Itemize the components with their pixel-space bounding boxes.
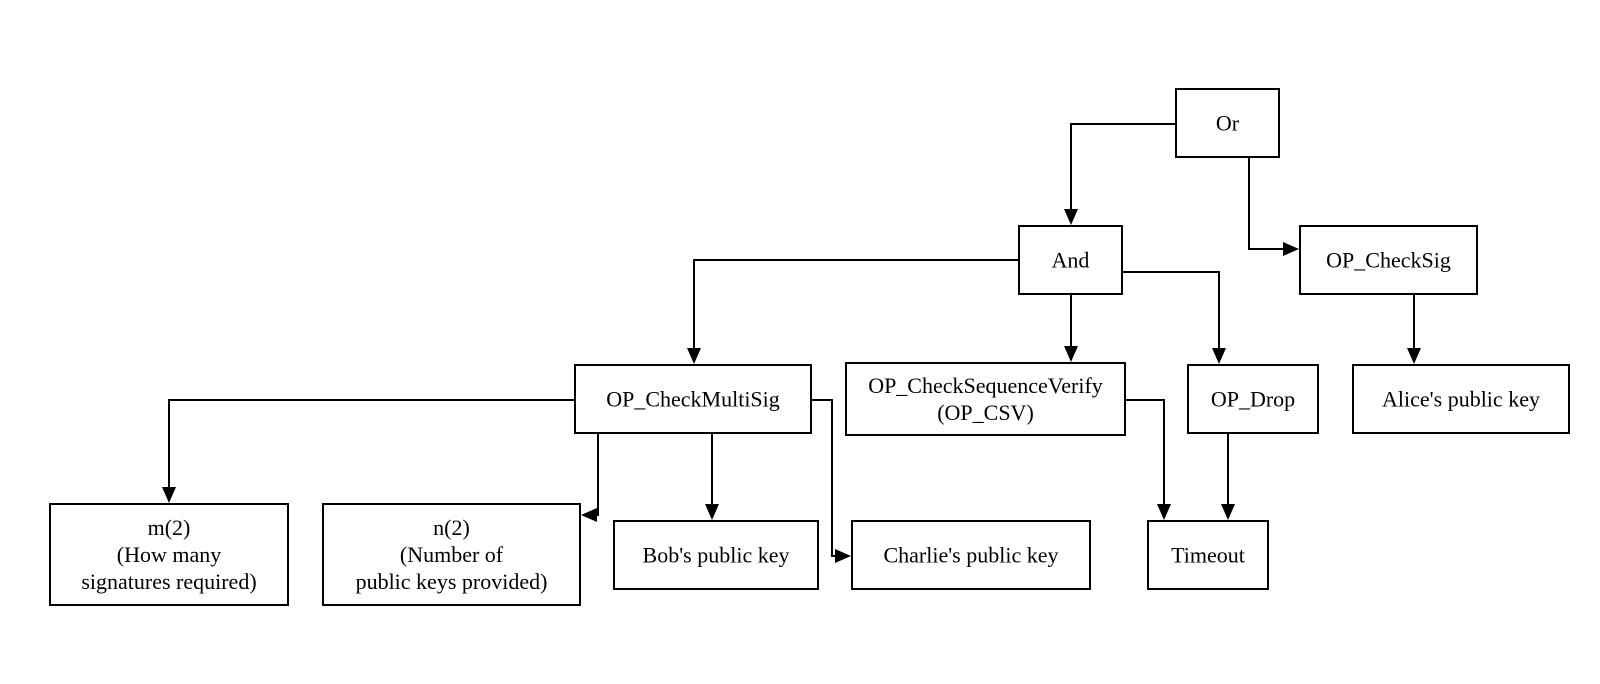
arrowhead xyxy=(1221,504,1235,520)
edge-line xyxy=(1125,399,1165,506)
edge-and-drop xyxy=(1122,271,1226,364)
edge-multisig-bob xyxy=(705,434,719,520)
node-box xyxy=(613,520,819,590)
node-box xyxy=(845,362,1126,436)
node-bob: Bob's public key xyxy=(613,520,819,590)
node-csv: OP_CheckSequenceVerify(OP_CSV) xyxy=(845,362,1126,436)
node-label: public keys provided) xyxy=(356,569,548,594)
node-or: Or xyxy=(1175,88,1280,158)
arrowhead xyxy=(581,508,597,522)
edge-line xyxy=(168,399,575,489)
node-box xyxy=(1018,225,1123,295)
edge-or-and xyxy=(1064,123,1176,225)
node-box xyxy=(851,520,1091,590)
node-label: (Number of xyxy=(400,542,504,567)
node-and: And xyxy=(1018,225,1123,295)
arrowhead xyxy=(1283,242,1299,256)
arrowhead xyxy=(835,549,851,563)
node-label: Charlie's public key xyxy=(883,543,1058,568)
arrowhead xyxy=(1157,504,1171,520)
edge-line xyxy=(595,434,599,516)
node-box xyxy=(1187,364,1319,434)
node-label: Timeout xyxy=(1171,543,1245,568)
edge-line xyxy=(1070,123,1176,211)
edge-multisig-m xyxy=(162,399,575,503)
edge-multisig-n xyxy=(581,434,599,522)
arrowhead xyxy=(162,487,176,503)
edge-drop-timeout xyxy=(1221,434,1235,520)
node-label: (OP_CSV) xyxy=(937,400,1034,425)
arrowhead xyxy=(1064,346,1078,362)
node-box xyxy=(49,503,289,606)
edge-or-checksig xyxy=(1248,158,1299,256)
node-label: OP_CheckSequenceVerify xyxy=(868,373,1103,398)
arrowhead xyxy=(1064,209,1078,225)
node-label: Bob's public key xyxy=(643,543,790,568)
edges-layer xyxy=(162,123,1421,563)
node-label: signatures required) xyxy=(81,569,256,594)
node-label: m(2) xyxy=(148,515,191,540)
edge-checksig-alice xyxy=(1407,295,1421,364)
node-alice: Alice's public key xyxy=(1352,364,1570,434)
edge-csv-timeout xyxy=(1125,399,1171,520)
node-box xyxy=(574,364,812,434)
node-charlie: Charlie's public key xyxy=(851,520,1091,590)
arrowhead xyxy=(705,504,719,520)
node-label: And xyxy=(1052,248,1090,273)
node-label: OP_CheckMultiSig xyxy=(606,387,780,412)
edge-line xyxy=(811,399,837,557)
node-box xyxy=(1147,520,1269,590)
node-drop: OP_Drop xyxy=(1187,364,1319,434)
edge-line xyxy=(693,259,1019,350)
node-label: OP_Drop xyxy=(1211,387,1295,412)
node-label: OP_CheckSig xyxy=(1326,248,1451,273)
node-label: Or xyxy=(1216,111,1240,136)
node-box xyxy=(1299,225,1478,295)
node-box xyxy=(322,503,581,606)
node-label: (How many xyxy=(117,542,221,567)
node-checksig: OP_CheckSig xyxy=(1299,225,1478,295)
arrowhead xyxy=(1407,348,1421,364)
node-box xyxy=(1352,364,1570,434)
node-label: Alice's public key xyxy=(1382,387,1540,412)
node-label: n(2) xyxy=(433,515,470,540)
arrowhead xyxy=(687,348,701,364)
edge-line xyxy=(1248,158,1285,250)
edge-multisig-charlie xyxy=(811,399,851,563)
node-timeout: Timeout xyxy=(1147,520,1269,590)
arrowhead xyxy=(1212,348,1226,364)
edge-and-csv xyxy=(1064,295,1078,362)
edge-and-multisig xyxy=(687,259,1019,364)
node-multisig: OP_CheckMultiSig xyxy=(574,364,812,434)
edge-line xyxy=(1122,271,1220,350)
node-box xyxy=(1175,88,1280,158)
